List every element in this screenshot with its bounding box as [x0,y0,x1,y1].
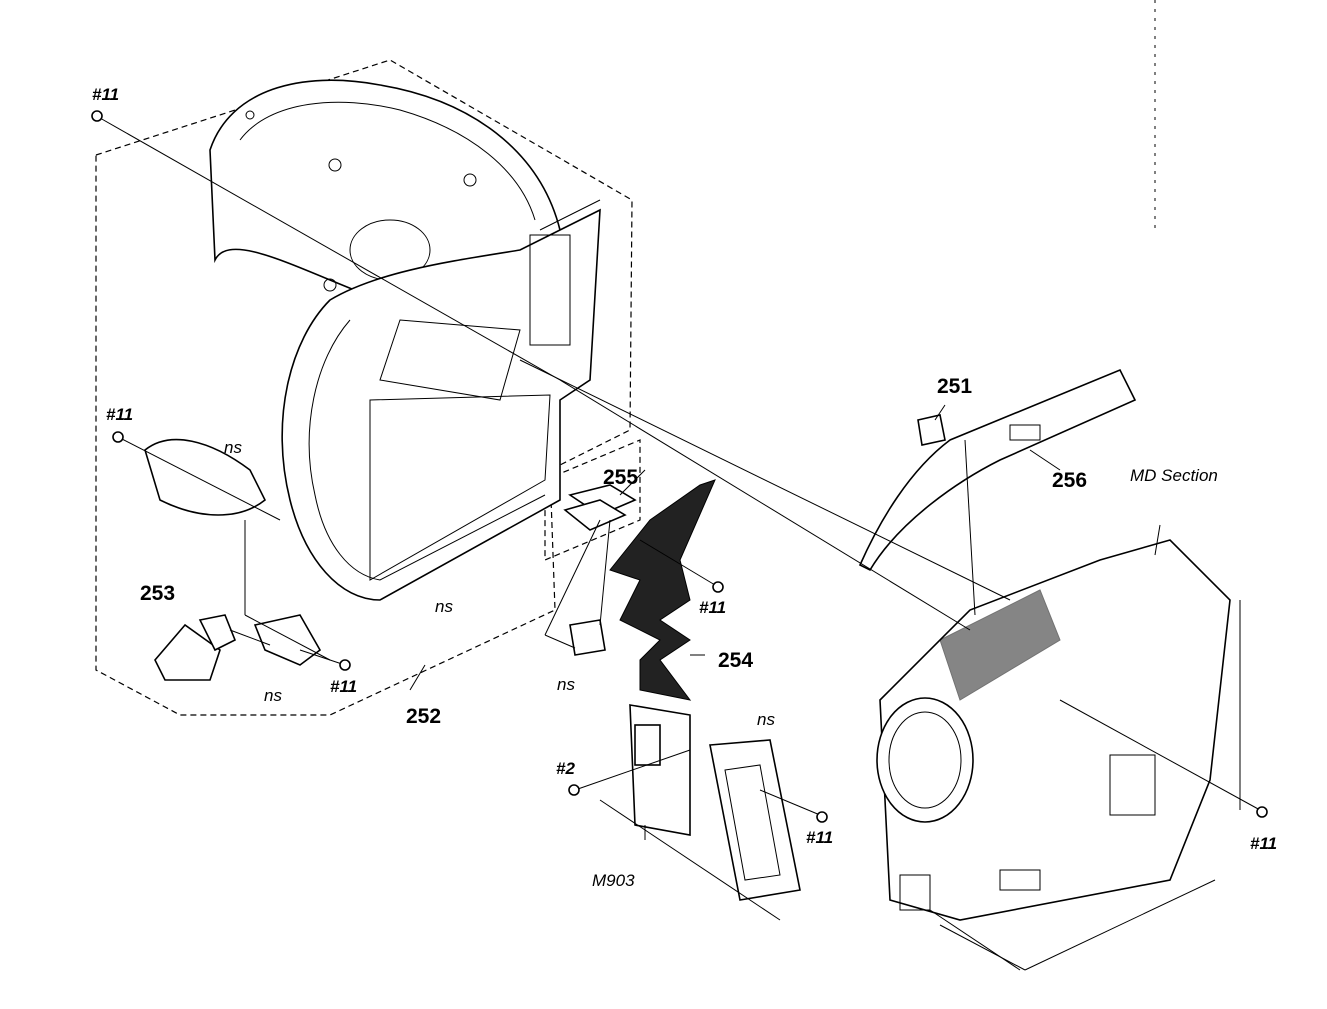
part-255-label: 255 [603,466,639,489]
ns-label-4: ns [557,675,575,694]
part-253-label: 253 [140,582,176,605]
part-251-tab [917,414,946,446]
screw-11-label-center: #11 [699,598,727,617]
screw-11-label-right: #11 [1250,834,1278,853]
screw-11-label-left: #11 [106,405,134,424]
part-255-block [563,484,637,531]
screw-11-label-lower-center: #11 [806,828,834,847]
ns-label-3: ns [264,686,282,705]
part-252-label: 252 [406,705,442,728]
screw-11-label-top: #11 [92,85,120,104]
part-254-label: 254 [718,649,754,672]
m903-motor-unit [629,704,691,840]
small-bracket-253 [198,614,237,652]
part-254-flex-cable [609,479,716,701]
hinge-bracket [144,438,267,516]
section-title: MD Section [1130,466,1218,485]
assembly-252-boundary [95,59,633,716]
ns-sheet [569,619,606,656]
lower-bracket [709,739,801,901]
md-section-body [876,539,1231,921]
motor-m903-label: M903 [592,871,635,890]
lcd-panel-frame [281,199,601,601]
screw-marks [91,110,1268,823]
ns-label-1: ns [224,438,242,457]
part-256-top-cover [858,368,1137,572]
subassembly-boundary [544,439,641,561]
screw-11-label-bottom-left: #11 [330,677,358,696]
clip-part [253,614,322,666]
ns-label-5: ns [757,710,775,729]
part-251-label: 251 [937,375,973,398]
screw-2-label: #2 [556,759,575,778]
ns-label-2: ns [435,597,453,616]
part-256-label: 256 [1052,469,1088,492]
